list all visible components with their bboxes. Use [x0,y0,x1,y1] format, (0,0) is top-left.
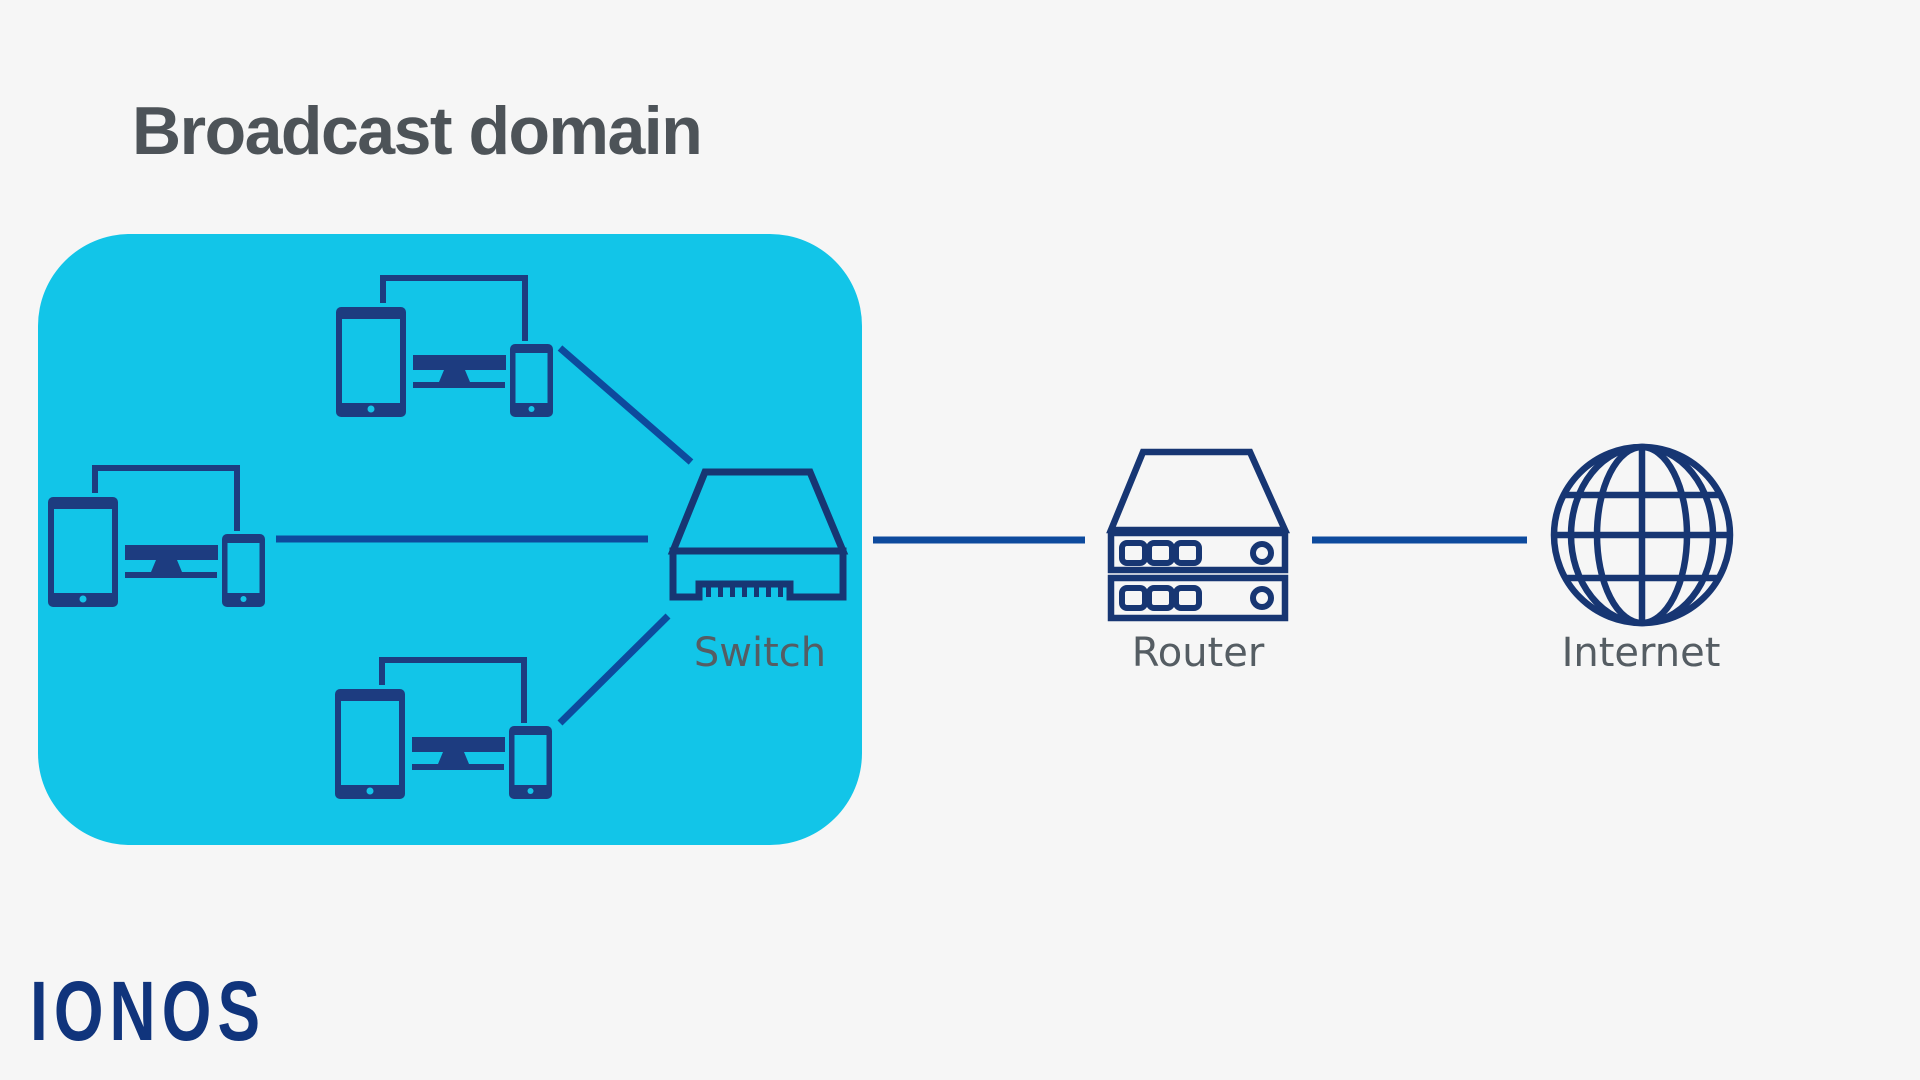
connection-bottom-group-to-switch [557,613,671,726]
connection-top-group-to-switch [557,345,694,465]
connection-lines [276,345,1527,726]
switch-label: Switch [693,630,827,676]
page-title: Broadcast domain [132,93,703,169]
internet-globe-icon [1550,443,1734,627]
switch-icon [667,468,849,601]
ionos-logo: IONOS [30,964,267,1058]
router-rack-icon [1106,448,1291,622]
internet-label: Internet [1561,630,1721,676]
router-label: Router [1131,630,1265,676]
